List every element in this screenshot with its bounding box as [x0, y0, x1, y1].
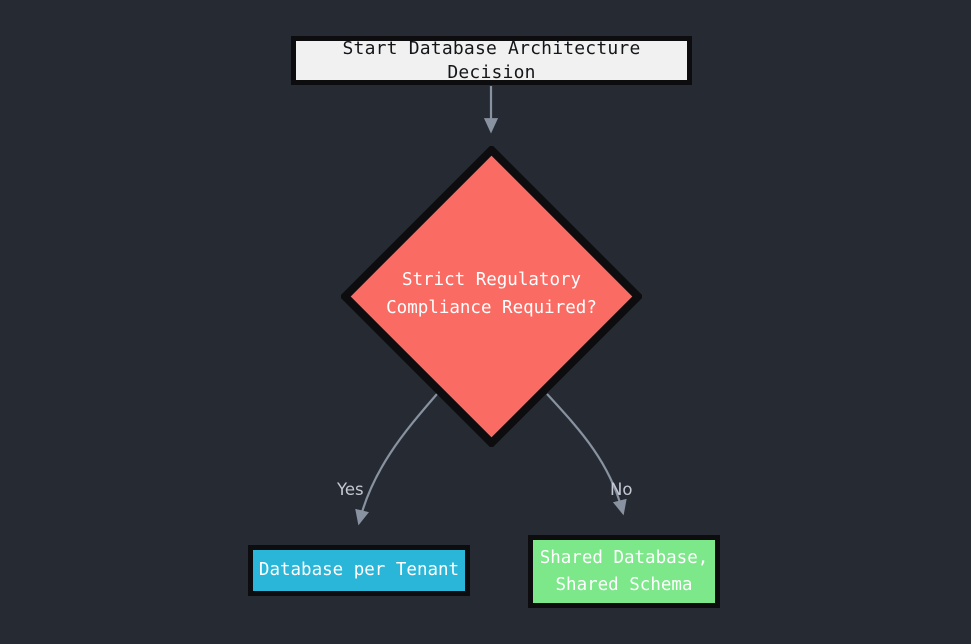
node-database-per-tenant[interactable]: Database per Tenant — [248, 545, 470, 596]
edge-label-no: No — [610, 480, 633, 499]
node-database-per-tenant-label: Database per Tenant — [258, 559, 460, 580]
edge-label-yes: Yes — [337, 480, 364, 499]
node-decision-strict-regulatory-compliance[interactable]: Strict Regulatory Compliance Required? — [341, 146, 642, 447]
node-shared-database-shared-schema[interactable]: Shared Database, Shared Schema — [528, 535, 720, 608]
node-start-label: Start Database Architecture Decision — [342, 37, 641, 83]
node-shared-database-shared-schema-label: Shared Database, Shared Schema — [539, 548, 709, 595]
node-decision-label: Strict Regulatory Compliance Required? — [386, 270, 597, 318]
diamond-shape-icon — [341, 146, 642, 447]
node-start-database-architecture-decision[interactable]: Start Database Architecture Decision — [291, 36, 692, 85]
